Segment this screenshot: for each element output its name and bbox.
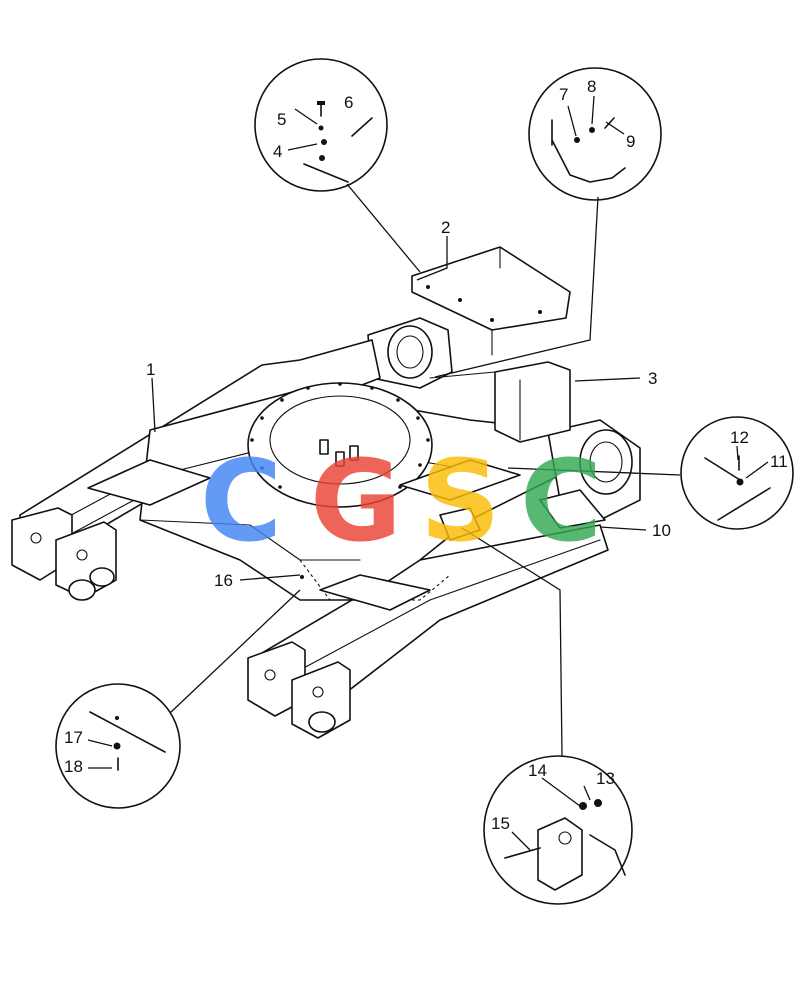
callout-detail-3	[528, 67, 662, 201]
label-part-10: 10	[652, 521, 671, 540]
label-part-6: 6	[344, 93, 353, 112]
svg-text:S: S	[420, 437, 501, 567]
part-labels: 1 2 3 4 5 6 7 8 9 10 11 12 13 14 15 16 1…	[64, 77, 788, 833]
label-part-8: 8	[587, 77, 596, 96]
callout-detail-2	[254, 58, 388, 192]
track-frame	[11, 246, 641, 739]
callout-detail-11	[680, 416, 794, 530]
svg-text:C: C	[200, 437, 282, 567]
leader-lines	[87, 95, 769, 851]
label-part-13: 13	[596, 769, 615, 788]
label-part-9: 9	[626, 132, 635, 151]
callout-detail-16	[55, 683, 181, 809]
watermark-logo: C G S C	[200, 437, 602, 567]
callout-detail-14	[483, 755, 633, 905]
label-part-17: 17	[64, 728, 83, 747]
label-part-15: 15	[491, 814, 510, 833]
svg-text:G: G	[310, 437, 402, 567]
label-part-2: 2	[441, 218, 450, 237]
label-part-3: 3	[648, 369, 657, 388]
label-part-7: 7	[559, 85, 568, 104]
label-part-11: 11	[770, 452, 788, 471]
label-part-5: 5	[277, 110, 286, 129]
label-part-12: 12	[730, 428, 749, 447]
label-part-1: 1	[146, 360, 155, 379]
label-part-14: 14	[528, 761, 547, 780]
label-part-16: 16	[214, 571, 233, 590]
label-part-4: 4	[273, 142, 282, 161]
label-part-18: 18	[64, 757, 83, 776]
svg-text:C: C	[520, 437, 602, 567]
